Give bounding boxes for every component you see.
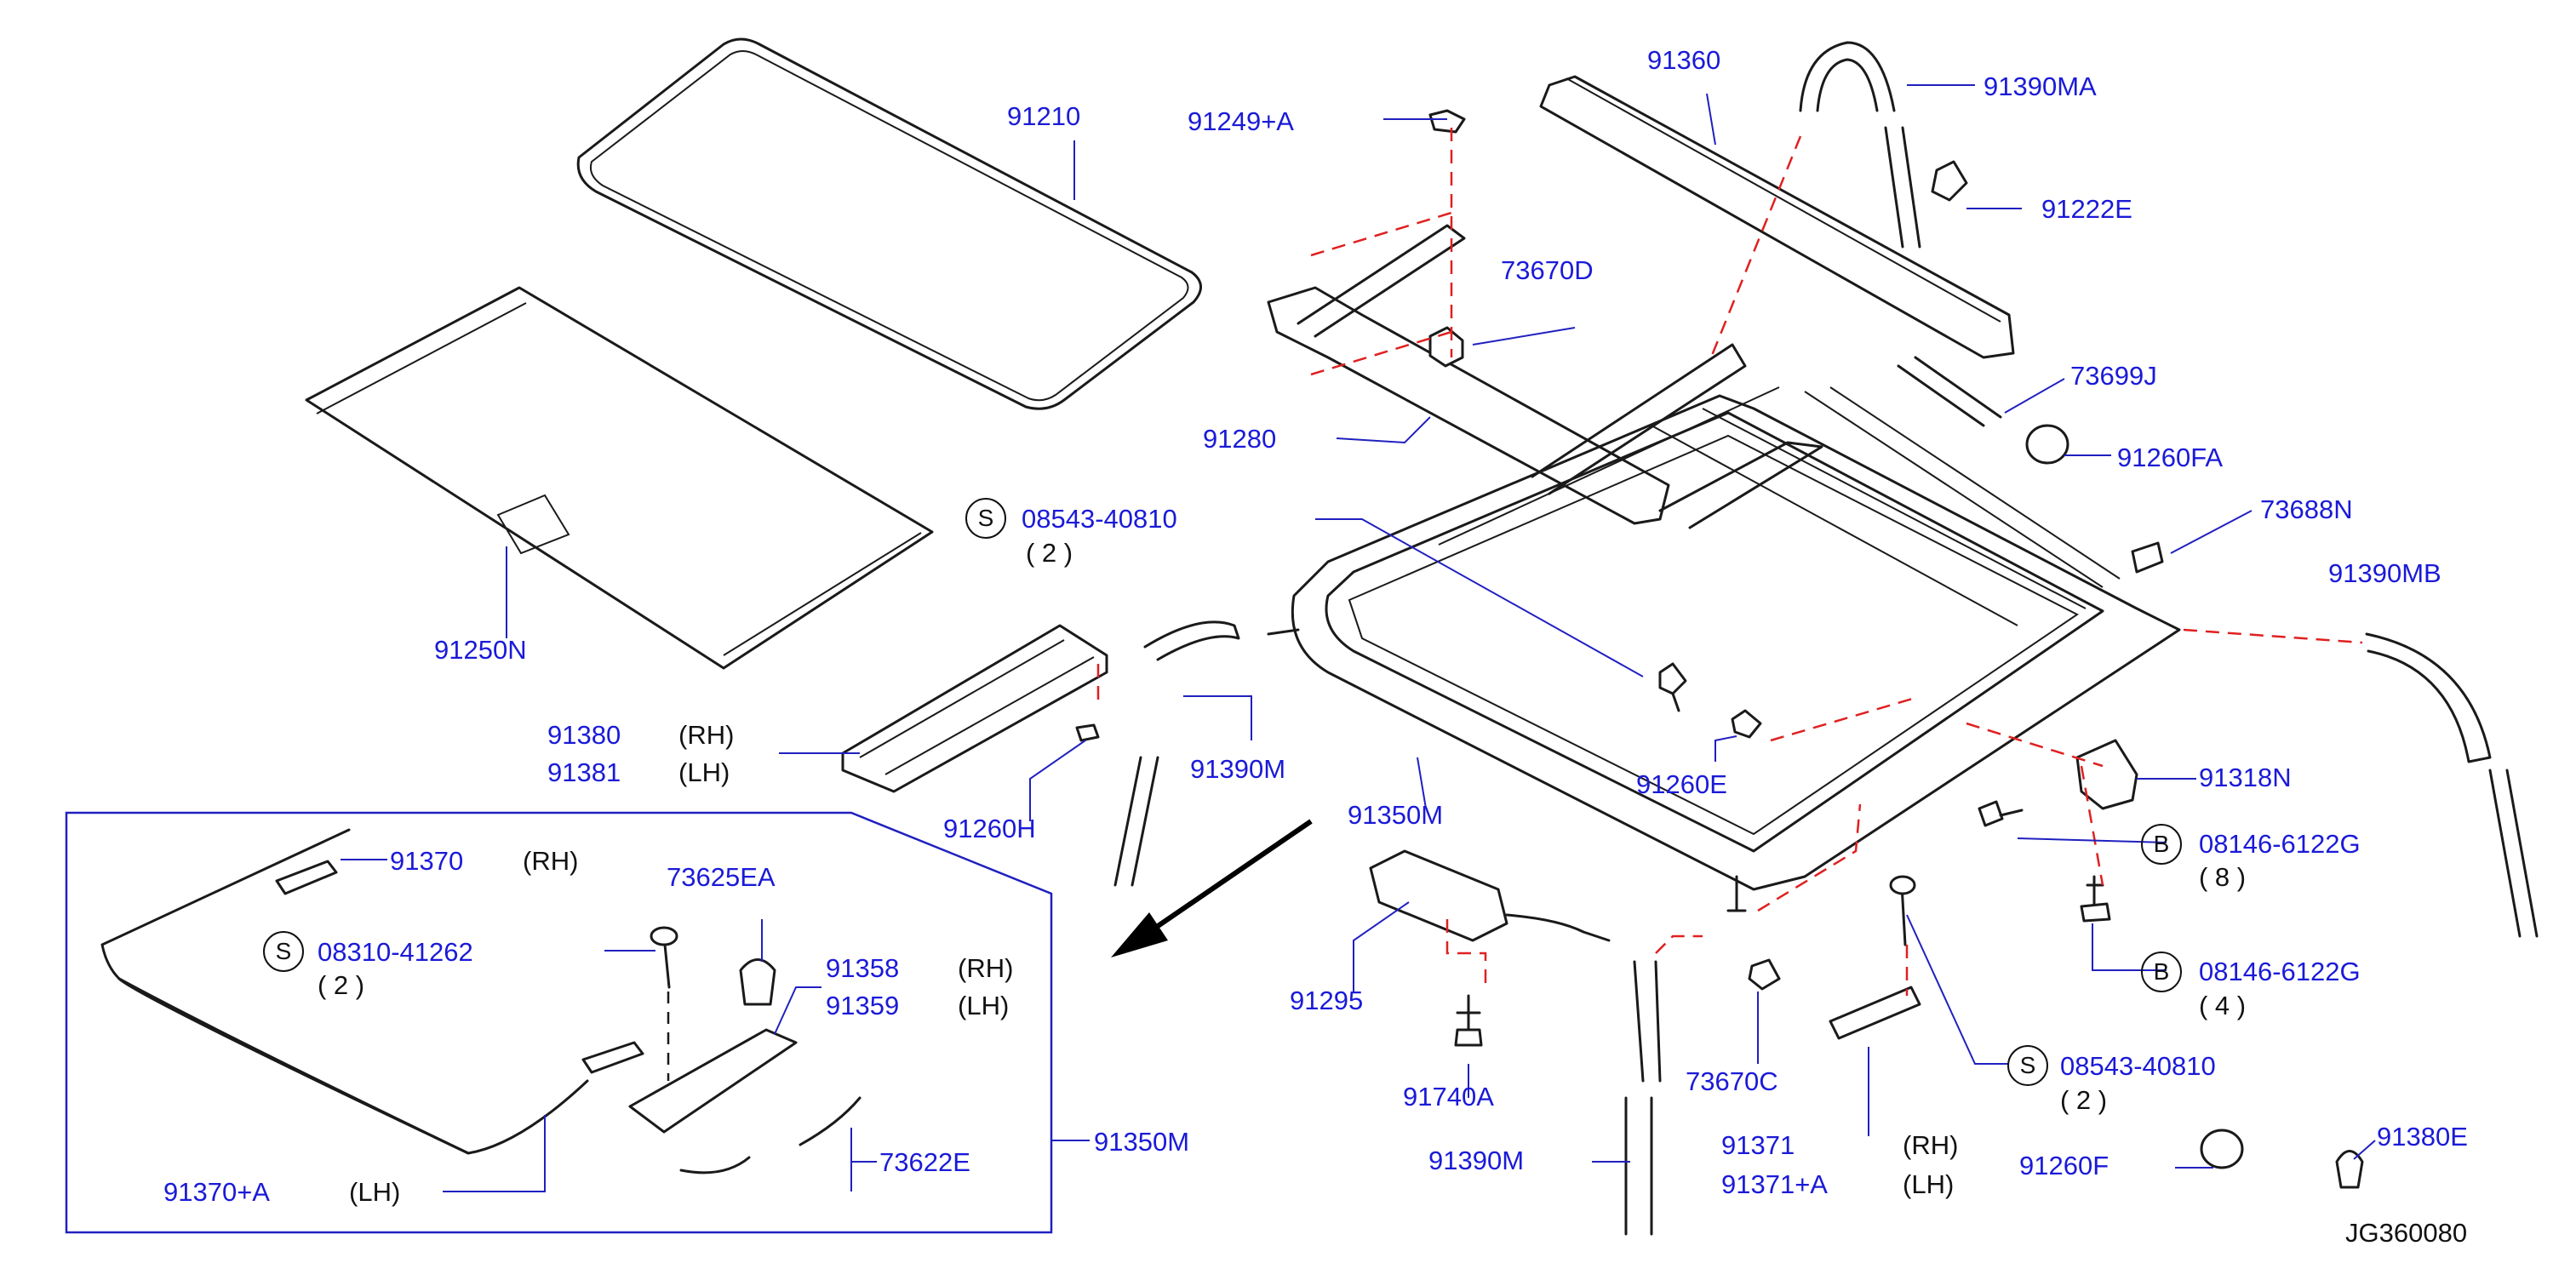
label-91390M-a: 91390M: [1190, 754, 1286, 784]
label-91380E: 91380E: [2377, 1122, 2468, 1152]
motor-drawing: [1369, 849, 1611, 1047]
label-91250N: 91250N: [434, 635, 527, 665]
sunshade-drawing: [305, 286, 934, 670]
label-08310-41262: 08310-41262: [318, 937, 473, 967]
label-73670C: 73670C: [1686, 1066, 1778, 1096]
qty-2-c: ( 2 ): [2060, 1085, 2108, 1115]
lh-91381: (LH): [678, 757, 730, 787]
label-91222E: 91222E: [2041, 194, 2132, 224]
inset-drawing: [100, 828, 862, 1174]
qty-4: ( 4 ): [2199, 991, 2247, 1020]
leader-lines: [341, 84, 2376, 1192]
label-91370: 91370: [390, 846, 464, 876]
assembly-dash-lines: [667, 128, 2363, 1081]
label-91260H: 91260H: [943, 814, 1036, 843]
label-91381: 91381: [547, 757, 621, 787]
label-91371A: 91371+A: [1721, 1169, 1828, 1199]
glass-panel-drawing: [576, 37, 1202, 410]
lh-91359: (LH): [958, 991, 1010, 1020]
label-08146-6122G-b: 08146-6122G: [2199, 957, 2361, 986]
label-08543-40810-b: 08543-40810: [2060, 1051, 2216, 1081]
marker-b-2: B: [2141, 952, 2182, 992]
label-91370A: 91370+A: [163, 1177, 270, 1207]
label-91260F: 91260F: [2019, 1151, 2109, 1180]
hardware-drawing: [1075, 109, 2364, 1189]
guide-rail-drawing: [841, 624, 1108, 793]
deflector-and-rail-drawing: [1267, 75, 2015, 529]
label-91318N: 91318N: [2199, 763, 2292, 792]
direction-arrow: [1111, 819, 1313, 957]
label-91360: 91360: [1647, 45, 1721, 75]
label-91249A: 91249+A: [1188, 106, 1294, 136]
qty-8: ( 8 ): [2199, 862, 2247, 892]
label-91295: 91295: [1290, 986, 1364, 1015]
qty-2-b: ( 2 ): [318, 970, 365, 1000]
label-08543-40810-a: 08543-40810: [1022, 504, 1177, 534]
label-73670D: 73670D: [1501, 255, 1594, 285]
diagram-id: JG360080: [2345, 1218, 2468, 1248]
label-91740A: 91740A: [1403, 1082, 1494, 1112]
label-73625EA: 73625EA: [667, 862, 776, 892]
label-91359: 91359: [826, 991, 900, 1020]
label-91390MA: 91390MA: [1984, 71, 2097, 101]
label-91260E: 91260E: [1636, 769, 1727, 799]
qty-2-a: ( 2 ): [1026, 538, 1073, 568]
label-73622E: 73622E: [879, 1147, 970, 1177]
marker-s-1: S: [965, 498, 1006, 539]
label-91350M-a: 91350M: [1348, 800, 1444, 830]
lh-91370A: (LH): [349, 1177, 401, 1207]
label-91280: 91280: [1203, 424, 1277, 454]
marker-s-3: S: [2007, 1045, 2048, 1086]
sunroof-frame-drawing: [1267, 386, 2181, 912]
rh-91358: (RH): [958, 953, 1014, 983]
lh-91371A: (LH): [1903, 1169, 1955, 1199]
label-08146-6122G-a: 08146-6122G: [2199, 829, 2361, 859]
label-91371: 91371: [1721, 1130, 1795, 1160]
label-91350M-b: 91350M: [1094, 1127, 1190, 1157]
drain-hoses-drawing: [1113, 41, 2539, 1236]
rh-91370: (RH): [523, 846, 579, 876]
rh-91371: (RH): [1903, 1130, 1959, 1160]
label-91390MB: 91390MB: [2328, 558, 2441, 588]
label-91380: 91380: [547, 720, 621, 750]
label-91210: 91210: [1007, 101, 1081, 131]
label-91358: 91358: [826, 953, 900, 983]
label-73699J: 73699J: [2070, 361, 2157, 391]
label-91390M-b: 91390M: [1428, 1146, 1525, 1175]
inset-box: [65, 811, 1053, 1234]
marker-b-1: B: [2141, 824, 2182, 865]
marker-s-2: S: [263, 931, 304, 972]
label-73688N: 73688N: [2260, 494, 2353, 524]
rh-91380: (RH): [678, 720, 735, 750]
label-91260FA: 91260FA: [2117, 443, 2224, 472]
